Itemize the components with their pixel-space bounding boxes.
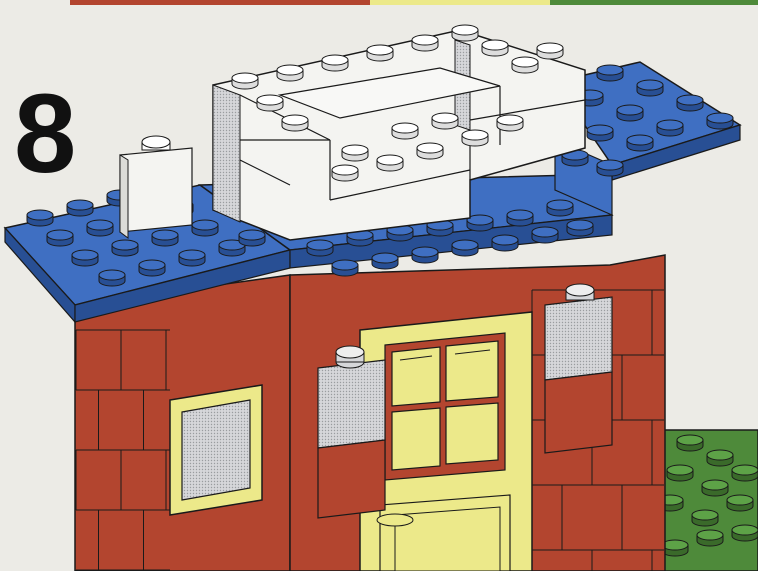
- stud-icon: [341, 144, 369, 162]
- stud-icon: [536, 42, 564, 60]
- stud-icon: [506, 209, 534, 227]
- stud-icon: [706, 449, 734, 467]
- step-number: 8: [14, 71, 77, 196]
- stud-icon: [661, 539, 689, 557]
- stud-icon: [366, 44, 394, 62]
- stud-icon: [71, 249, 99, 267]
- stud-icon: [731, 524, 758, 542]
- stud-icon: [321, 54, 349, 72]
- stud-icon: [726, 494, 754, 512]
- left-glass-column: [317, 345, 386, 519]
- stud-icon: [411, 34, 439, 52]
- stud-icon: [636, 79, 664, 97]
- stud-icon: [616, 104, 644, 122]
- stud-icon: [331, 164, 359, 182]
- stud-icon: [218, 239, 246, 257]
- stud-icon: [66, 199, 94, 217]
- stud-icon: [306, 239, 334, 257]
- stud-icon: [391, 122, 419, 140]
- stud-icon: [231, 72, 259, 90]
- stud-icon: [691, 509, 719, 527]
- stud-icon: [191, 219, 219, 237]
- stud-icon: [451, 24, 479, 42]
- stud-icon: [466, 214, 494, 232]
- stud-icon: [46, 229, 74, 247]
- stud-icon: [656, 119, 684, 137]
- stud-icon: [546, 199, 574, 217]
- side-window-icon: [169, 384, 263, 516]
- stud-icon: [731, 464, 758, 482]
- white-chimney: [212, 24, 586, 241]
- stud-icon: [451, 239, 479, 257]
- stud-icon: [256, 94, 284, 112]
- stud-icon: [701, 479, 729, 497]
- stud-icon: [626, 134, 654, 152]
- stud-icon: [386, 224, 414, 242]
- stud-icon: [481, 39, 509, 57]
- stud-icon: [178, 249, 206, 267]
- stud-icon: [676, 434, 704, 452]
- front-door-icon[interactable]: [359, 311, 533, 571]
- stud-icon: [111, 239, 139, 257]
- stud-icon: [696, 529, 724, 547]
- previous-step-strip: [70, 0, 758, 5]
- stud-icon: [151, 229, 179, 247]
- stud-icon: [491, 234, 519, 252]
- stud-icon: [371, 252, 399, 270]
- stud-icon: [376, 154, 404, 172]
- stud-icon: [86, 219, 114, 237]
- stud-icon: [596, 159, 624, 177]
- stud-icon: [676, 94, 704, 112]
- stud-icon: [26, 209, 54, 227]
- stud-icon: [431, 112, 459, 130]
- stud-icon: [596, 64, 624, 82]
- stud-icon: [496, 114, 524, 132]
- stud-icon: [706, 112, 734, 130]
- stud-icon: [281, 114, 309, 132]
- stud-icon: [666, 464, 694, 482]
- white-single-brick: [119, 135, 193, 239]
- stud-icon: [586, 124, 614, 142]
- stud-icon: [276, 64, 304, 82]
- stud-icon: [138, 259, 166, 277]
- stud-icon: [238, 229, 266, 247]
- stud-icon: [416, 142, 444, 160]
- left-wall: [74, 274, 291, 571]
- stud-icon: [346, 229, 374, 247]
- stud-icon: [331, 259, 359, 277]
- stud-icon: [461, 129, 489, 147]
- stud-icon: [98, 269, 126, 287]
- stud-icon: [511, 56, 539, 74]
- stud-icon: [411, 246, 439, 264]
- stud-icon: [566, 219, 594, 237]
- right-glass-column: [544, 283, 613, 454]
- stud-icon: [531, 226, 559, 244]
